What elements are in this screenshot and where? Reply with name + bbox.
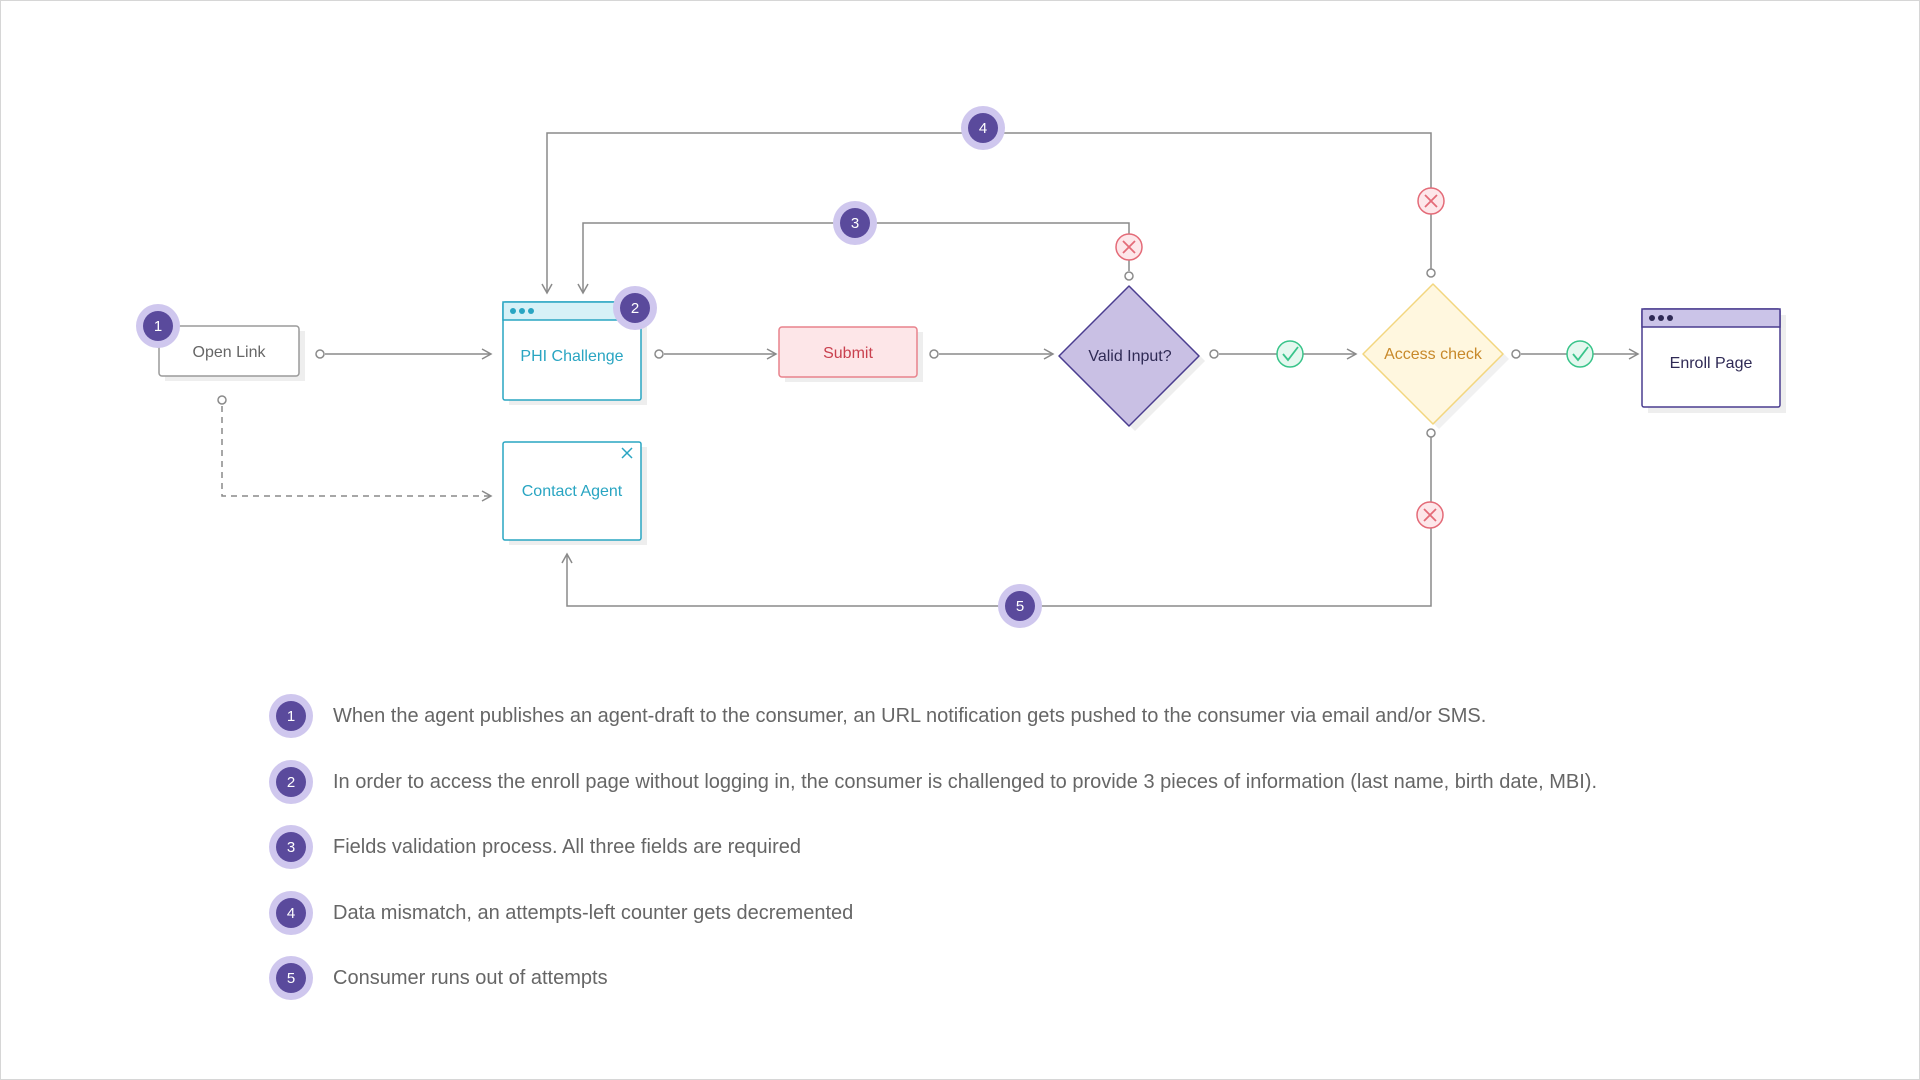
node-enroll-page[interactable]: Enroll Page (1641, 308, 1786, 413)
flow-diagram: Open Link PHI Challenge Contact Agent Su… (136, 106, 1786, 628)
connector-loop-5 (561, 437, 1432, 607)
legend-item: 5 Consumer runs out of attempts (269, 956, 1769, 1000)
badge-3: 3 (833, 201, 877, 245)
close-icon (1115, 233, 1143, 261)
badge-1: 1 (136, 304, 180, 348)
port-dot (1124, 271, 1134, 281)
legend-item: 2 In order to access the enroll page wit… (269, 760, 1769, 804)
legend-text: When the agent publishes an agent-draft … (333, 704, 1487, 727)
port-dot (217, 395, 227, 405)
window-titlebar (1641, 308, 1781, 328)
connector-loop-4 (541, 132, 1432, 295)
port-dot (929, 349, 939, 359)
legend-number: 2 (276, 767, 306, 797)
svg-text:5: 5 (1016, 598, 1024, 615)
submit-label: Submit (823, 345, 873, 362)
legend-text: Data mismatch, an attempts-left counter … (333, 901, 854, 924)
legend-text: Fields validation process. All three fie… (333, 835, 802, 858)
badge-4: 4 (961, 106, 1005, 150)
legend-badge: 2 (269, 760, 313, 804)
close-icon (1416, 501, 1444, 529)
node-open-link[interactable]: Open Link (158, 325, 305, 381)
port-dots (217, 268, 1521, 438)
node-phi-challenge[interactable]: PHI Challenge (502, 301, 647, 405)
legend-badge: 4 (269, 891, 313, 935)
legend-badge: 3 (269, 825, 313, 869)
open-link-label: Open Link (193, 344, 267, 361)
legend-number: 4 (276, 898, 306, 928)
legend-text: Consumer runs out of attempts (333, 966, 608, 989)
legend-badge: 5 (269, 956, 313, 1000)
badge-5: 5 (998, 584, 1042, 628)
ellipsis-icon (510, 308, 534, 314)
close-icon (1417, 187, 1445, 215)
port-dot (1511, 349, 1521, 359)
node-submit[interactable]: Submit (778, 326, 923, 382)
port-dot (1426, 428, 1436, 438)
legend-text: In order to access the enroll page witho… (333, 770, 1598, 793)
svg-text:3: 3 (851, 215, 859, 232)
node-contact-agent[interactable]: Contact Agent (502, 441, 647, 545)
close-icon[interactable] (621, 447, 633, 459)
enroll-page-label: Enroll Page (1670, 355, 1753, 372)
legend-number: 5 (276, 963, 306, 993)
contact-agent-label: Contact Agent (522, 483, 623, 500)
port-dot (1209, 349, 1219, 359)
svg-text:1: 1 (154, 318, 162, 335)
port-dot (1426, 268, 1436, 278)
legend-number: 3 (276, 832, 306, 862)
badge-2: 2 (613, 286, 657, 330)
port-dot (654, 349, 664, 359)
access-check-label: Access check (1384, 346, 1483, 363)
legend-item: 3 Fields validation process. All three f… (269, 825, 1769, 869)
legend-item: 1 When the agent publishes an agent-draf… (269, 694, 1769, 738)
ellipsis-icon (1649, 315, 1673, 321)
node-valid-input[interactable]: Valid Input? (1058, 285, 1205, 431)
valid-input-label: Valid Input? (1088, 348, 1171, 365)
legend-item: 4 Data mismatch, an attempts-left counte… (269, 891, 1769, 935)
check-icon (1276, 340, 1304, 368)
phi-challenge-label: PHI Challenge (520, 348, 623, 365)
legend-badge: 1 (269, 694, 313, 738)
check-icon (1566, 340, 1594, 368)
port-dot (315, 349, 325, 359)
legend-number: 1 (276, 701, 306, 731)
svg-text:4: 4 (979, 120, 987, 137)
node-access-check[interactable]: Access check (1362, 283, 1509, 429)
svg-text:2: 2 (631, 300, 639, 317)
connector-openlink-contact (221, 406, 493, 502)
